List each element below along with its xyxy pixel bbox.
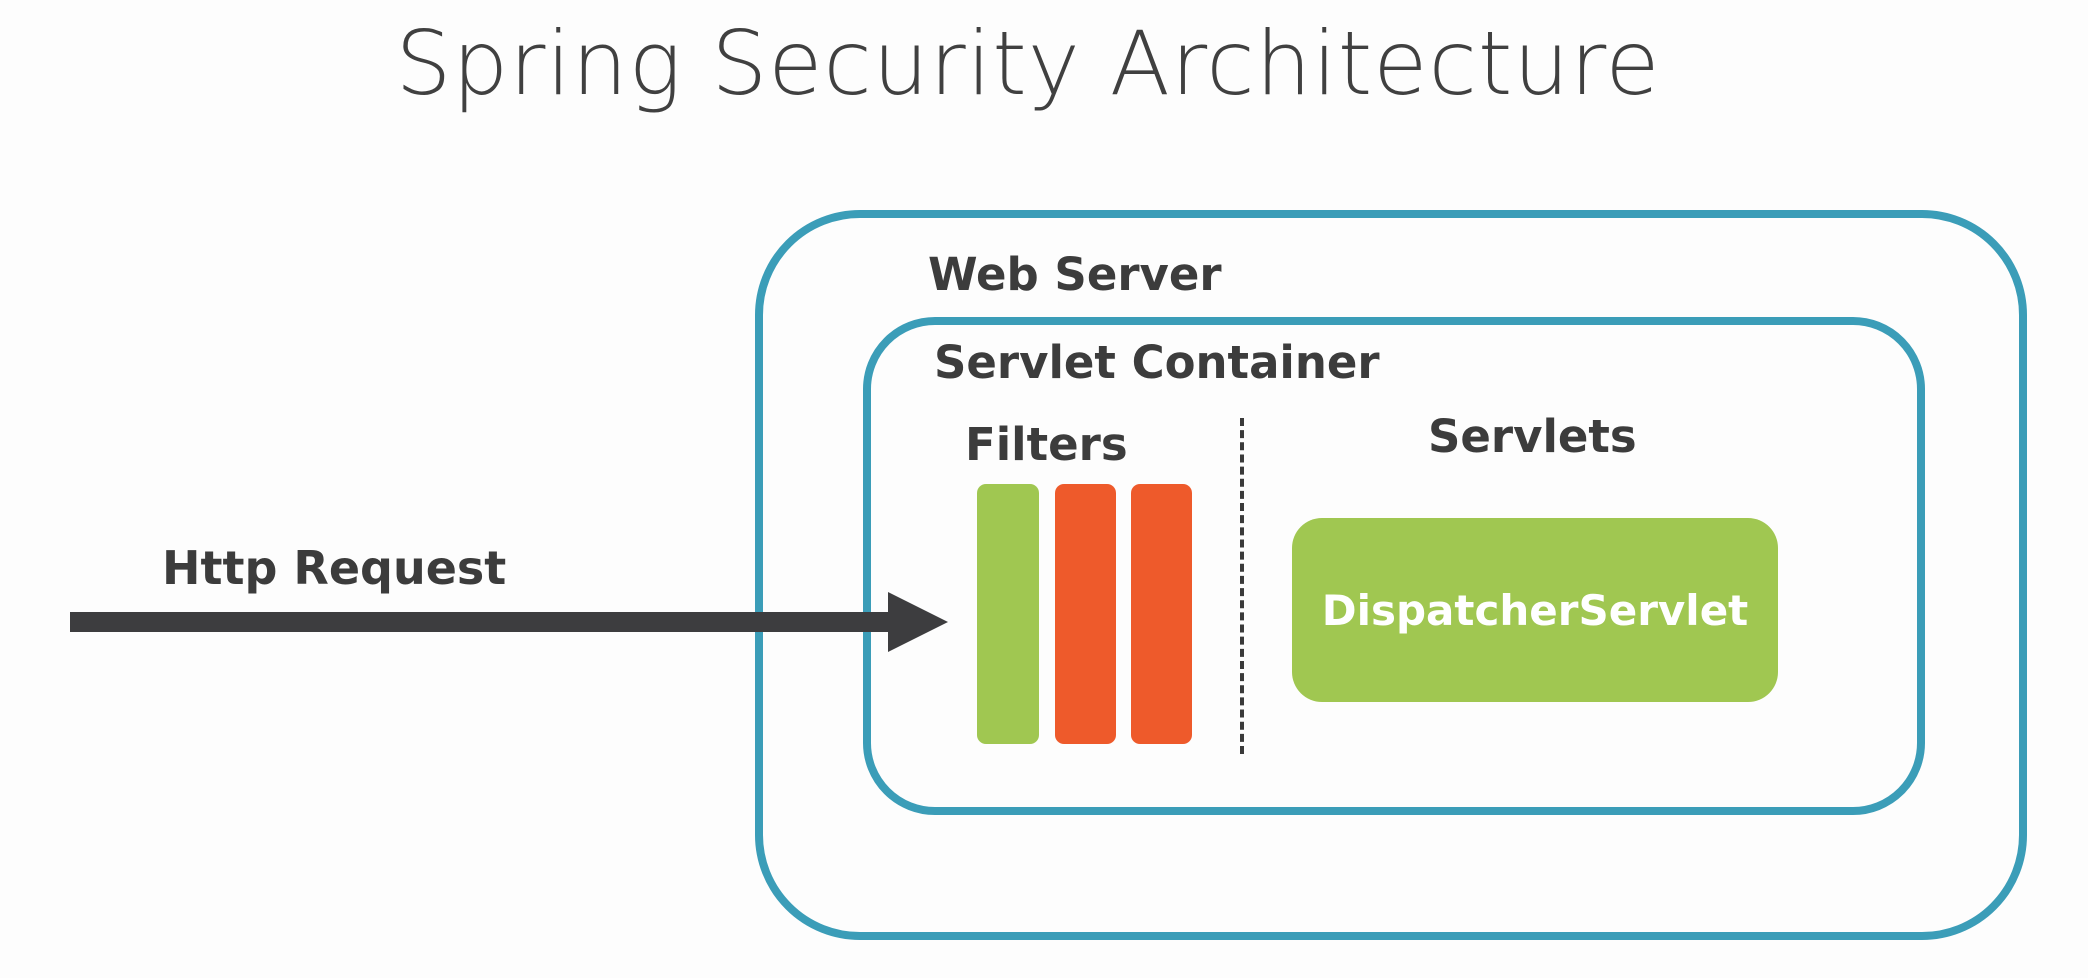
servlets-label: Servlets bbox=[1428, 410, 1637, 463]
web-server-label: Web Server bbox=[928, 248, 1222, 301]
filters-label: Filters bbox=[965, 418, 1128, 471]
web-server-box bbox=[755, 210, 2027, 940]
filter-bar-2 bbox=[1055, 484, 1116, 744]
filter-bar-3 bbox=[1131, 484, 1192, 744]
dispatcher-servlet-label: DispatcherServlet bbox=[1321, 585, 1749, 635]
filter-bar-1 bbox=[977, 484, 1039, 744]
http-request-label: Http Request bbox=[162, 541, 507, 595]
diagram-title: Spring Security Architecture bbox=[395, 12, 1661, 115]
servlet-container-box bbox=[863, 317, 1925, 815]
filters-servlets-divider bbox=[1240, 418, 1244, 754]
servlet-container-label: Servlet Container bbox=[934, 336, 1380, 389]
dispatcher-servlet-box: DispatcherServlet bbox=[1292, 518, 1778, 702]
